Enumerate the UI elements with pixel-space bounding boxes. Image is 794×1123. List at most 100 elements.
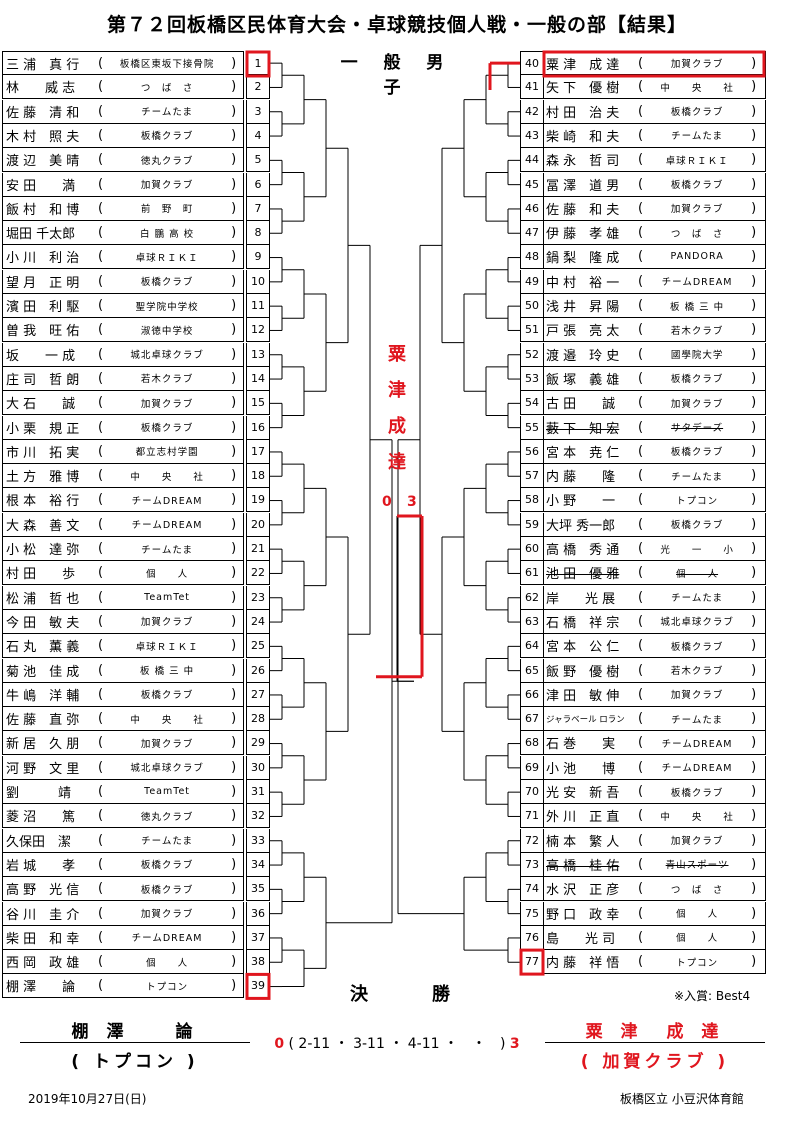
player-row: 小 野 一(トプコン) (542, 488, 766, 513)
paren: ) (231, 735, 237, 751)
paren: ( (638, 565, 644, 581)
draw-number: 58 (520, 488, 544, 513)
player-club: 個 人 (146, 568, 189, 580)
paren: ) (231, 322, 237, 338)
paren: ( (638, 468, 644, 484)
paren: ) (231, 419, 237, 435)
player-row: 菱 沼 篤(徳丸クラブ) (2, 804, 244, 829)
player-row: 藪 下 知 宏(サタデーズ) (542, 415, 766, 440)
player-name: 河 野 文 里 (6, 761, 80, 777)
paren: ) (751, 613, 757, 629)
paren: ) (751, 759, 757, 775)
player-club: 青山スポーツ (665, 860, 729, 872)
draw-number: 42 (520, 99, 544, 124)
player-row: 土 方 雅 博(中 央 社) (2, 464, 244, 489)
draw-number: 56 (520, 439, 544, 464)
draw-number: 44 (520, 148, 544, 173)
player-name: 石 橋 祥 宗 (546, 615, 620, 631)
player-club: トプコン (676, 957, 719, 969)
paren: ( (638, 638, 644, 654)
paren: ( (638, 127, 644, 143)
paren: ( (98, 346, 104, 362)
paren: ( (98, 370, 104, 386)
final-label: 決 勝 (350, 980, 450, 1006)
paren: ) (751, 589, 757, 605)
paren: ( (638, 929, 644, 945)
paren: ) (231, 443, 237, 459)
player-row: 宮 本 尭 仁(板橋クラブ) (542, 439, 766, 464)
finalist-right-club: ( 加賀クラブ ) (580, 1052, 730, 1072)
player-club: 加賀クラブ (670, 59, 724, 70)
player-row: 宮 本 公 仁(板橋クラブ) (542, 634, 766, 659)
paren: ) (751, 686, 757, 702)
draw-number: 47 (520, 221, 544, 246)
paren: ( (638, 176, 644, 192)
paren: ( (638, 541, 644, 556)
player-row: 渡 辺 美 晴(徳丸クラブ) (2, 148, 244, 173)
player-name: 戸 張 亮 太 (546, 324, 620, 340)
draw-number: 59 (520, 512, 544, 537)
draw-number: 46 (520, 196, 544, 221)
event-venue: 板橋区立 小豆沢体育館 (620, 1092, 744, 1106)
draw-number: 68 (520, 731, 544, 756)
paren: ) (751, 225, 757, 241)
final-label-1: 決 (350, 984, 368, 1005)
paren: ) (231, 711, 237, 727)
player-name: 飯 塚 義 雄 (546, 372, 620, 388)
draw-number: 49 (520, 269, 544, 294)
player-row: 矢 下 優 樹(中 央 社) (542, 75, 766, 100)
player-row: 高 橋 秀 通(光 一 小) (542, 537, 766, 561)
paren: ) (231, 516, 237, 532)
player-name: 林 威 志 (6, 81, 76, 97)
player-row: 柴 田 和 幸(チームDREAM) (2, 925, 244, 950)
paren: ( (98, 905, 104, 921)
paren: ( (98, 565, 104, 581)
paren: ) (751, 419, 757, 435)
paren: ) (231, 176, 237, 192)
paren: ( (98, 225, 104, 241)
draw-number: 66 (520, 682, 544, 707)
player-name: 佐 藤 清 和 (6, 105, 80, 121)
paren: ( (98, 443, 104, 459)
paren: ) (231, 200, 237, 216)
draw-number: 48 (520, 245, 544, 270)
draw-number: 57 (520, 464, 544, 489)
player-club: 個 人 (676, 909, 719, 920)
player-club: 板橋クラブ (670, 180, 724, 191)
player-club: 若木クラブ (670, 666, 724, 677)
paren: ( (98, 176, 104, 192)
player-name: 小 川 利 治 (6, 251, 80, 267)
draw-number: 6 (246, 172, 270, 197)
paren: ( (98, 127, 104, 143)
player-club: 光 一 小 (660, 544, 734, 556)
paren: ( (638, 662, 644, 678)
draw-number: 19 (246, 488, 270, 513)
player-club: チームDREAM (661, 738, 733, 750)
paren: ) (231, 808, 237, 824)
player-club: 加賀クラブ (140, 617, 194, 629)
player-club: つ ば さ (670, 228, 724, 240)
player-club: 若木クラブ (670, 325, 724, 337)
player-name: 粟 津 成 達 (546, 57, 620, 73)
divider (545, 1042, 765, 1043)
player-name: 菱 沼 篤 (6, 810, 76, 826)
player-name: 堀田 千太郎 (6, 227, 76, 243)
player-club: 加賀クラブ (140, 909, 194, 920)
paren: ) (751, 954, 757, 970)
divider (20, 1042, 250, 1043)
player-name: 松 浦 哲 也 (6, 591, 80, 607)
paren: ( (98, 152, 104, 168)
player-row: 水 沢 正 彦(つ ば さ) (542, 877, 766, 902)
player-club: チームたま (141, 544, 194, 556)
player-club: 卓球ＲＩＫＩ (135, 641, 199, 653)
player-name: 中 村 裕 一 (546, 275, 620, 291)
paren: ( (98, 468, 104, 484)
paren: ( (638, 516, 644, 532)
player-name: 西 岡 政 雄 (6, 956, 80, 972)
player-name: 劉 靖 (6, 786, 72, 801)
player-row: 島 光 司(個 人) (542, 925, 766, 950)
player-club: チームたま (671, 714, 724, 726)
player-row: 野 口 政 幸(個 人) (542, 901, 766, 926)
paren: ) (231, 638, 237, 654)
paren: ) (751, 273, 757, 289)
